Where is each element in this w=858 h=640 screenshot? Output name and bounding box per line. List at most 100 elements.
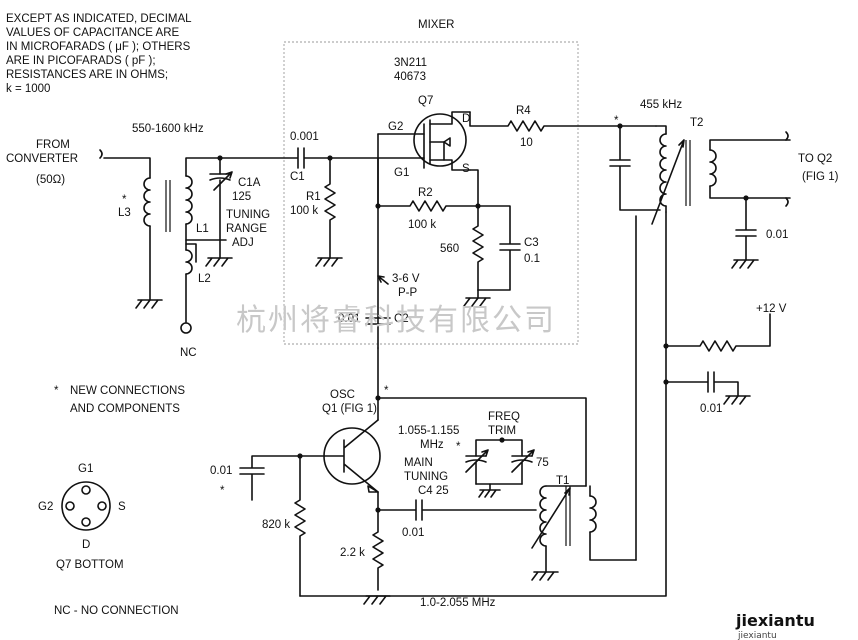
nc-label: NC: [180, 347, 197, 359]
r1-resistor: [315, 155, 343, 267]
osc-label: OSC: [330, 389, 355, 401]
if-cap-value: 0.01: [766, 229, 788, 241]
note-line: IN MICROFARADS ( μF ); OTHERS: [6, 41, 191, 53]
osc-cin-star: *: [220, 485, 225, 497]
pin-g1: G1: [78, 463, 93, 475]
q1-oscillator: [239, 347, 587, 605]
c3-ref: C3: [524, 237, 539, 249]
c1-capacitor: [219, 147, 379, 169]
site-logo: jiexiantu jiexiantu: [735, 611, 815, 640]
r820-value: 820 k: [262, 519, 290, 531]
note-line: EXCEPT AS INDICATED, DECIMAL: [6, 13, 192, 25]
pinout-caption: Q7 BOTTOM: [56, 559, 124, 571]
g2-label: G2: [388, 121, 403, 133]
drive-amplitude: 3-6 V: [392, 273, 420, 285]
to-q2: TO Q2: [798, 153, 832, 165]
t2-transformer: [609, 123, 791, 561]
note-line: RESISTANCES ARE IN OHMS;: [6, 69, 168, 81]
pin-d: D: [82, 539, 90, 551]
r4-ref: R4: [516, 105, 531, 117]
tuning-unit: MHz: [420, 439, 444, 451]
legend-star: *: [54, 385, 59, 397]
input-wiring: [99, 149, 227, 334]
tuning-label-2: TUNING: [404, 471, 448, 483]
drive-arrow: [377, 275, 389, 285]
trim-label-2: TRIM: [488, 425, 516, 437]
l1-label: L1: [196, 223, 209, 235]
if-star: *: [614, 115, 619, 127]
c2-ref: C2: [394, 313, 409, 325]
impedance-label: (50Ω): [36, 174, 65, 186]
svg-text:jiexiantu: jiexiantu: [735, 611, 815, 630]
r22-value: 2.2 k: [340, 547, 365, 559]
c1-ref: C1: [290, 171, 305, 183]
r560-value: 560: [440, 243, 459, 255]
r2-ref: R2: [418, 187, 433, 199]
converter-label: CONVERTER: [6, 153, 78, 165]
mixer-title: MIXER: [418, 19, 454, 31]
t2-ref: T2: [690, 117, 703, 129]
pin-s: S: [118, 501, 126, 513]
r1-ref: R1: [306, 191, 321, 203]
osc-band: 1.0-2.055 MHz: [420, 597, 496, 609]
watermark: 杭州将睿科技有限公司: [236, 303, 556, 338]
r4-resistor: [469, 111, 621, 132]
supply-cap: 0.01: [700, 403, 722, 415]
l3-star: *: [122, 194, 127, 206]
tuning-range: 1.055-1.155: [398, 425, 459, 437]
trim-label: FREQ: [488, 411, 520, 423]
supply-voltage: +12 V: [756, 303, 787, 315]
q7-mosfet: [377, 111, 471, 349]
range-label: RANGE: [226, 223, 267, 235]
tuning-capacitors: [465, 437, 535, 498]
t1-ref: T1: [556, 475, 569, 487]
to-fig: (FIG 1): [802, 171, 839, 183]
if-freq: 455 kHz: [640, 99, 682, 111]
c3-value: 0.1: [524, 253, 540, 265]
drive-pp: P-P: [398, 287, 418, 299]
q1-ref: Q1 (FIG 1): [322, 403, 377, 415]
tuning-star: *: [456, 441, 461, 453]
s-label: S: [462, 163, 470, 175]
q7-pinout: [61, 481, 111, 531]
nc-legend: NC - NO CONNECTION: [54, 605, 179, 617]
c2-capacitor: [365, 317, 391, 325]
pin-g2: G2: [38, 501, 53, 513]
adj-label: ADJ: [232, 237, 254, 249]
l2-label: L2: [198, 273, 211, 285]
g1-label: G1: [394, 167, 409, 179]
d-label: D: [462, 113, 470, 125]
note-line: ARE IN PICOFARADS ( pF );: [6, 55, 156, 67]
svg-text:杭州将睿科技有限公司: 杭州将睿科技有限公司: [236, 303, 556, 338]
band-label: 550-1600 kHz: [132, 123, 204, 135]
tuning-label: TUNING: [226, 209, 270, 221]
r2-value: 100 k: [408, 219, 436, 231]
c1a-capacitor: [205, 155, 233, 267]
main-label: MAIN: [404, 457, 433, 469]
mixer-part-1: 3N211: [394, 57, 427, 69]
c2-value: 0.01: [338, 313, 360, 325]
legend-line-1: NEW CONNECTIONS: [70, 385, 185, 397]
trim-value: 75: [536, 457, 549, 469]
c1-value: 0.001: [290, 131, 319, 143]
l3-label: L3: [118, 207, 131, 219]
from-label: FROM: [36, 139, 70, 151]
note-line: k = 1000: [6, 83, 50, 95]
r1-value: 100 k: [290, 205, 318, 217]
q7-label: Q7: [418, 95, 433, 107]
c4-label: C4 25: [418, 485, 449, 497]
supply-network: [299, 313, 771, 597]
legend-line-2: AND COMPONENTS: [70, 403, 180, 415]
mixer-boundary: [283, 41, 579, 345]
c1a-value: 125: [232, 191, 251, 203]
t1-transformer: [531, 485, 637, 581]
svg-text:jiexiantu: jiexiantu: [737, 631, 777, 640]
mixer-part-2: 40673: [394, 71, 426, 83]
note-line: VALUES OF CAPACITANCE ARE: [6, 27, 180, 39]
osc-cin-value: 0.01: [210, 465, 232, 477]
cfb-value: 0.01: [402, 527, 424, 539]
units-note: EXCEPT AS INDICATED, DECIMAL VALUES OF C…: [6, 13, 192, 95]
source-network: [375, 169, 521, 307]
osc-star: *: [384, 385, 389, 397]
